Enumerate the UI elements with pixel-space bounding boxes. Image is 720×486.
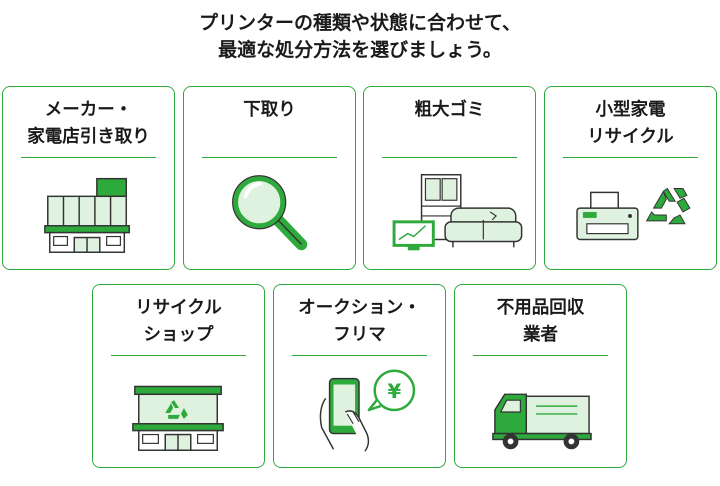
headline: プリンターの種類や状態に合わせて、 最適な処分方法を選びましょう。 — [0, 10, 720, 64]
headline-line-2: 最適な処分方法を選びましょう。 — [218, 39, 502, 61]
recycle-shop-icon — [93, 359, 264, 463]
card-divider — [111, 355, 246, 356]
store-building-icon — [3, 161, 174, 265]
card-recycle-shop[interactable]: リサイクル ショップ — [92, 284, 265, 468]
card-divider — [563, 157, 698, 158]
magnifying-glass-icon — [184, 161, 355, 265]
card-label: 小型家電 リサイクル — [587, 100, 674, 147]
smartphone-yen-icon: ¥ — [274, 359, 445, 463]
card-divider — [292, 355, 427, 356]
card-junk-collection[interactable]: 不用品回収 業者 — [454, 284, 627, 468]
headline-line-1: プリンターの種類や状態に合わせて、 — [198, 12, 522, 34]
bulky-waste-furniture-icon — [364, 161, 535, 265]
card-divider — [202, 157, 337, 158]
card-auction-flea-market[interactable]: オークション・ フリマ ¥ — [273, 284, 446, 468]
card-trade-in[interactable]: 下取り — [183, 86, 356, 270]
card-maker-store-takeback[interactable]: メーカー・ 家電店引き取り — [2, 86, 175, 270]
card-label: 粗大ゴミ — [414, 100, 485, 120]
card-bulky-waste[interactable]: 粗大ゴミ — [363, 86, 536, 270]
card-label: 不用品回収 業者 — [496, 298, 585, 345]
collection-truck-icon — [455, 359, 626, 463]
card-small-appliance-recycling[interactable]: 小型家電 リサイクル — [544, 86, 717, 270]
printer-recycle-icon — [545, 161, 716, 265]
card-label: オークション・ フリマ — [298, 298, 421, 345]
yen-symbol: ¥ — [388, 380, 402, 403]
card-label: リサイクル ショップ — [135, 298, 222, 345]
card-divider — [21, 157, 156, 158]
card-divider — [382, 157, 517, 158]
card-divider — [473, 355, 608, 356]
card-label: メーカー・ 家電店引き取り — [27, 100, 150, 147]
card-label: 下取り — [243, 100, 296, 120]
